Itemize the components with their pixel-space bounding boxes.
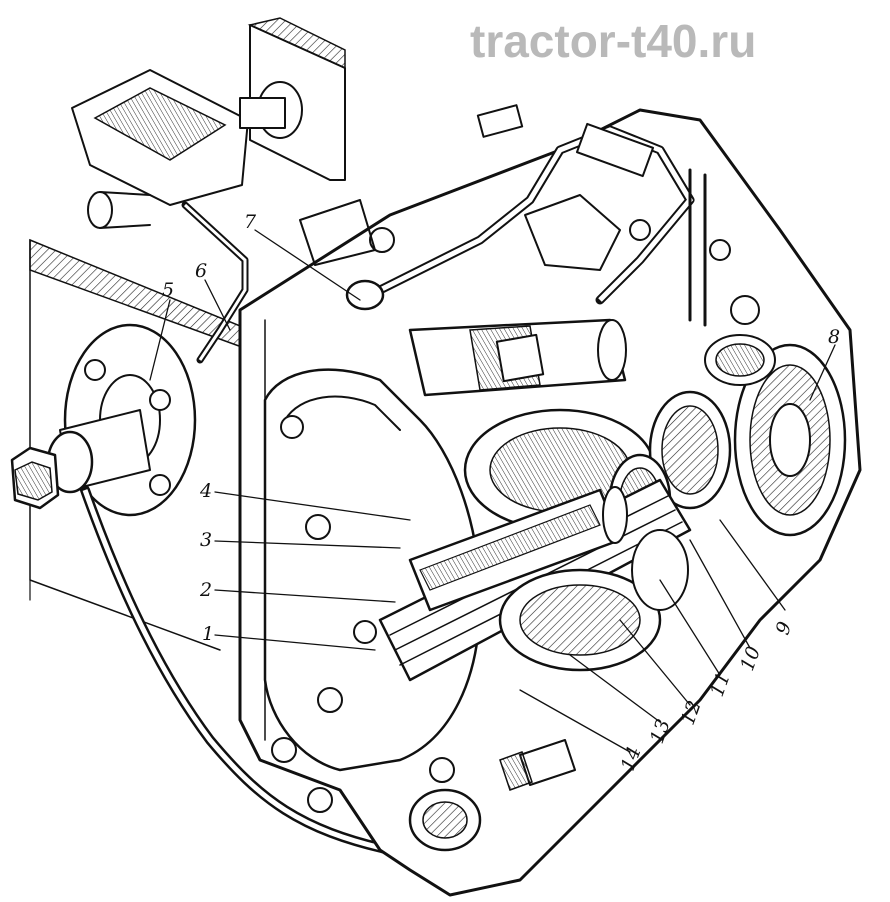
callout-9: 9 xyxy=(772,619,797,638)
bottom-bolt xyxy=(408,739,576,852)
callout-7: 7 xyxy=(244,211,257,233)
callout-4: 4 xyxy=(199,480,212,502)
left-shaft-bolt xyxy=(10,409,151,510)
callout-3: 3 xyxy=(200,529,212,551)
bevel-gear-8 xyxy=(704,334,847,537)
callout-6: 6 xyxy=(195,260,207,282)
oil-pipe xyxy=(80,485,465,875)
callout-1: 1 xyxy=(202,623,214,645)
upper-shaft xyxy=(408,318,627,397)
callout-8: 8 xyxy=(828,326,840,348)
leader-lines xyxy=(149,229,836,753)
lower-bearing xyxy=(498,529,689,672)
housing-bolts xyxy=(271,227,455,813)
callout-labels: 1 2 3 4 5 6 7 8 9 10 11 12 13 14 xyxy=(162,211,840,774)
watermark-text: tractor-t40.ru xyxy=(470,15,757,67)
callout-5: 5 xyxy=(162,279,174,301)
callout-2: 2 xyxy=(199,579,212,601)
control-pedal xyxy=(71,17,346,364)
shift-linkage xyxy=(299,104,760,327)
